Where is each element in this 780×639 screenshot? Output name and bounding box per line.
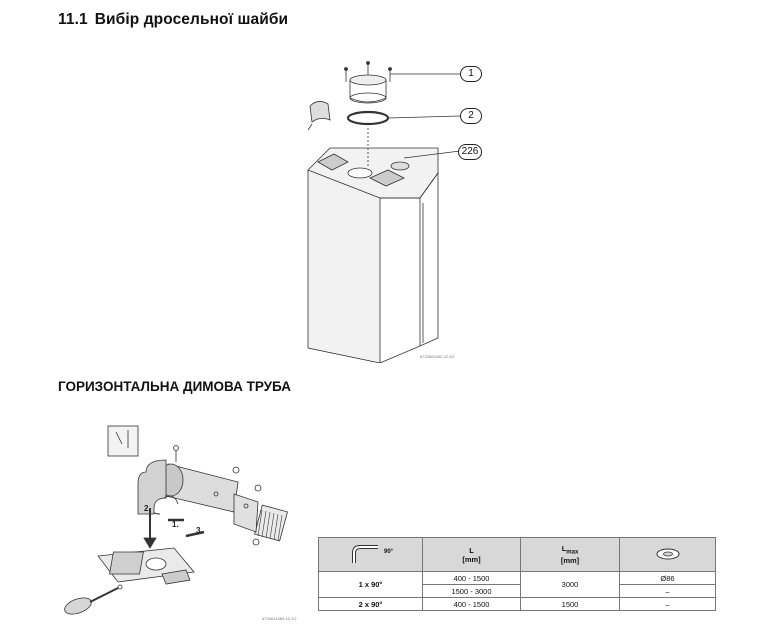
horizontal-flue-heading: ГОРИЗОНТАЛЬНА ДИМОВА ТРУБА bbox=[58, 379, 292, 394]
callout-1: 1 bbox=[460, 66, 482, 82]
section-number: 11.1 bbox=[58, 11, 88, 28]
length-unit: [mm] bbox=[462, 554, 481, 564]
elbow-angle-label: 90° bbox=[384, 548, 394, 555]
orifice-selection-table: 90° L [mm] Lmax [mm] 1 x 90° 400 - 1500 … bbox=[318, 537, 716, 611]
horizontal-flue-figure: 2. 1. 3. 6720614489-10.1O bbox=[58, 424, 298, 624]
orifice-cell: – bbox=[619, 584, 716, 598]
length-cell: 400 - 1500 bbox=[422, 571, 521, 585]
length-cell: 1500 - 3000 bbox=[422, 584, 521, 598]
orifice-cell: – bbox=[619, 597, 716, 611]
length-label: L bbox=[469, 545, 474, 555]
orifice-washer-icon bbox=[656, 548, 679, 559]
orifice-column-header bbox=[619, 537, 716, 572]
figure2-code: 6720614489-10.1O bbox=[262, 616, 297, 621]
figure1-code: 6720600432-22.3O bbox=[420, 354, 455, 359]
section-title: Вибір дросельної шайби bbox=[94, 11, 289, 28]
section-heading: 11.1 Вибір дросельної шайби bbox=[58, 11, 288, 29]
max-length-unit: [mm] bbox=[560, 555, 580, 565]
table-header-row: 90° L [mm] Lmax [mm] bbox=[318, 537, 716, 572]
max-length-label: L bbox=[561, 544, 567, 554]
boiler-drawing bbox=[307, 61, 461, 363]
flue-assembly-drawing bbox=[64, 425, 288, 615]
elbow-column-header: 90° bbox=[318, 537, 423, 572]
length-cell: 400 - 1500 bbox=[422, 597, 521, 611]
orifice-cell: Ø86 bbox=[619, 571, 716, 585]
table-row: 1 x 90° 400 - 1500 3000 Ø86 bbox=[318, 571, 716, 598]
boiler-orifice-figure: 1 2 226 6720600432-22.3O bbox=[300, 58, 485, 363]
step-2-label: 2. bbox=[144, 504, 151, 513]
table-row: 2 x 90° 400 - 1500 1500 – bbox=[318, 597, 716, 611]
step-3-label: 3. bbox=[196, 526, 203, 535]
max-length-column-header: Lmax [mm] bbox=[520, 537, 620, 572]
config-cell: 2 x 90° bbox=[318, 597, 423, 611]
length-column-header: L [mm] bbox=[422, 537, 521, 572]
step-1-label: 1. bbox=[172, 520, 179, 529]
max-length-cell: 1500 bbox=[520, 597, 620, 611]
max-length-cell: 3000 bbox=[520, 571, 620, 598]
max-length-subscript: max bbox=[566, 549, 579, 556]
elbow-90-icon bbox=[351, 544, 378, 563]
callout-2: 2 bbox=[460, 108, 482, 124]
callout-226: 226 bbox=[458, 144, 482, 160]
config-cell: 1 x 90° bbox=[318, 571, 423, 598]
